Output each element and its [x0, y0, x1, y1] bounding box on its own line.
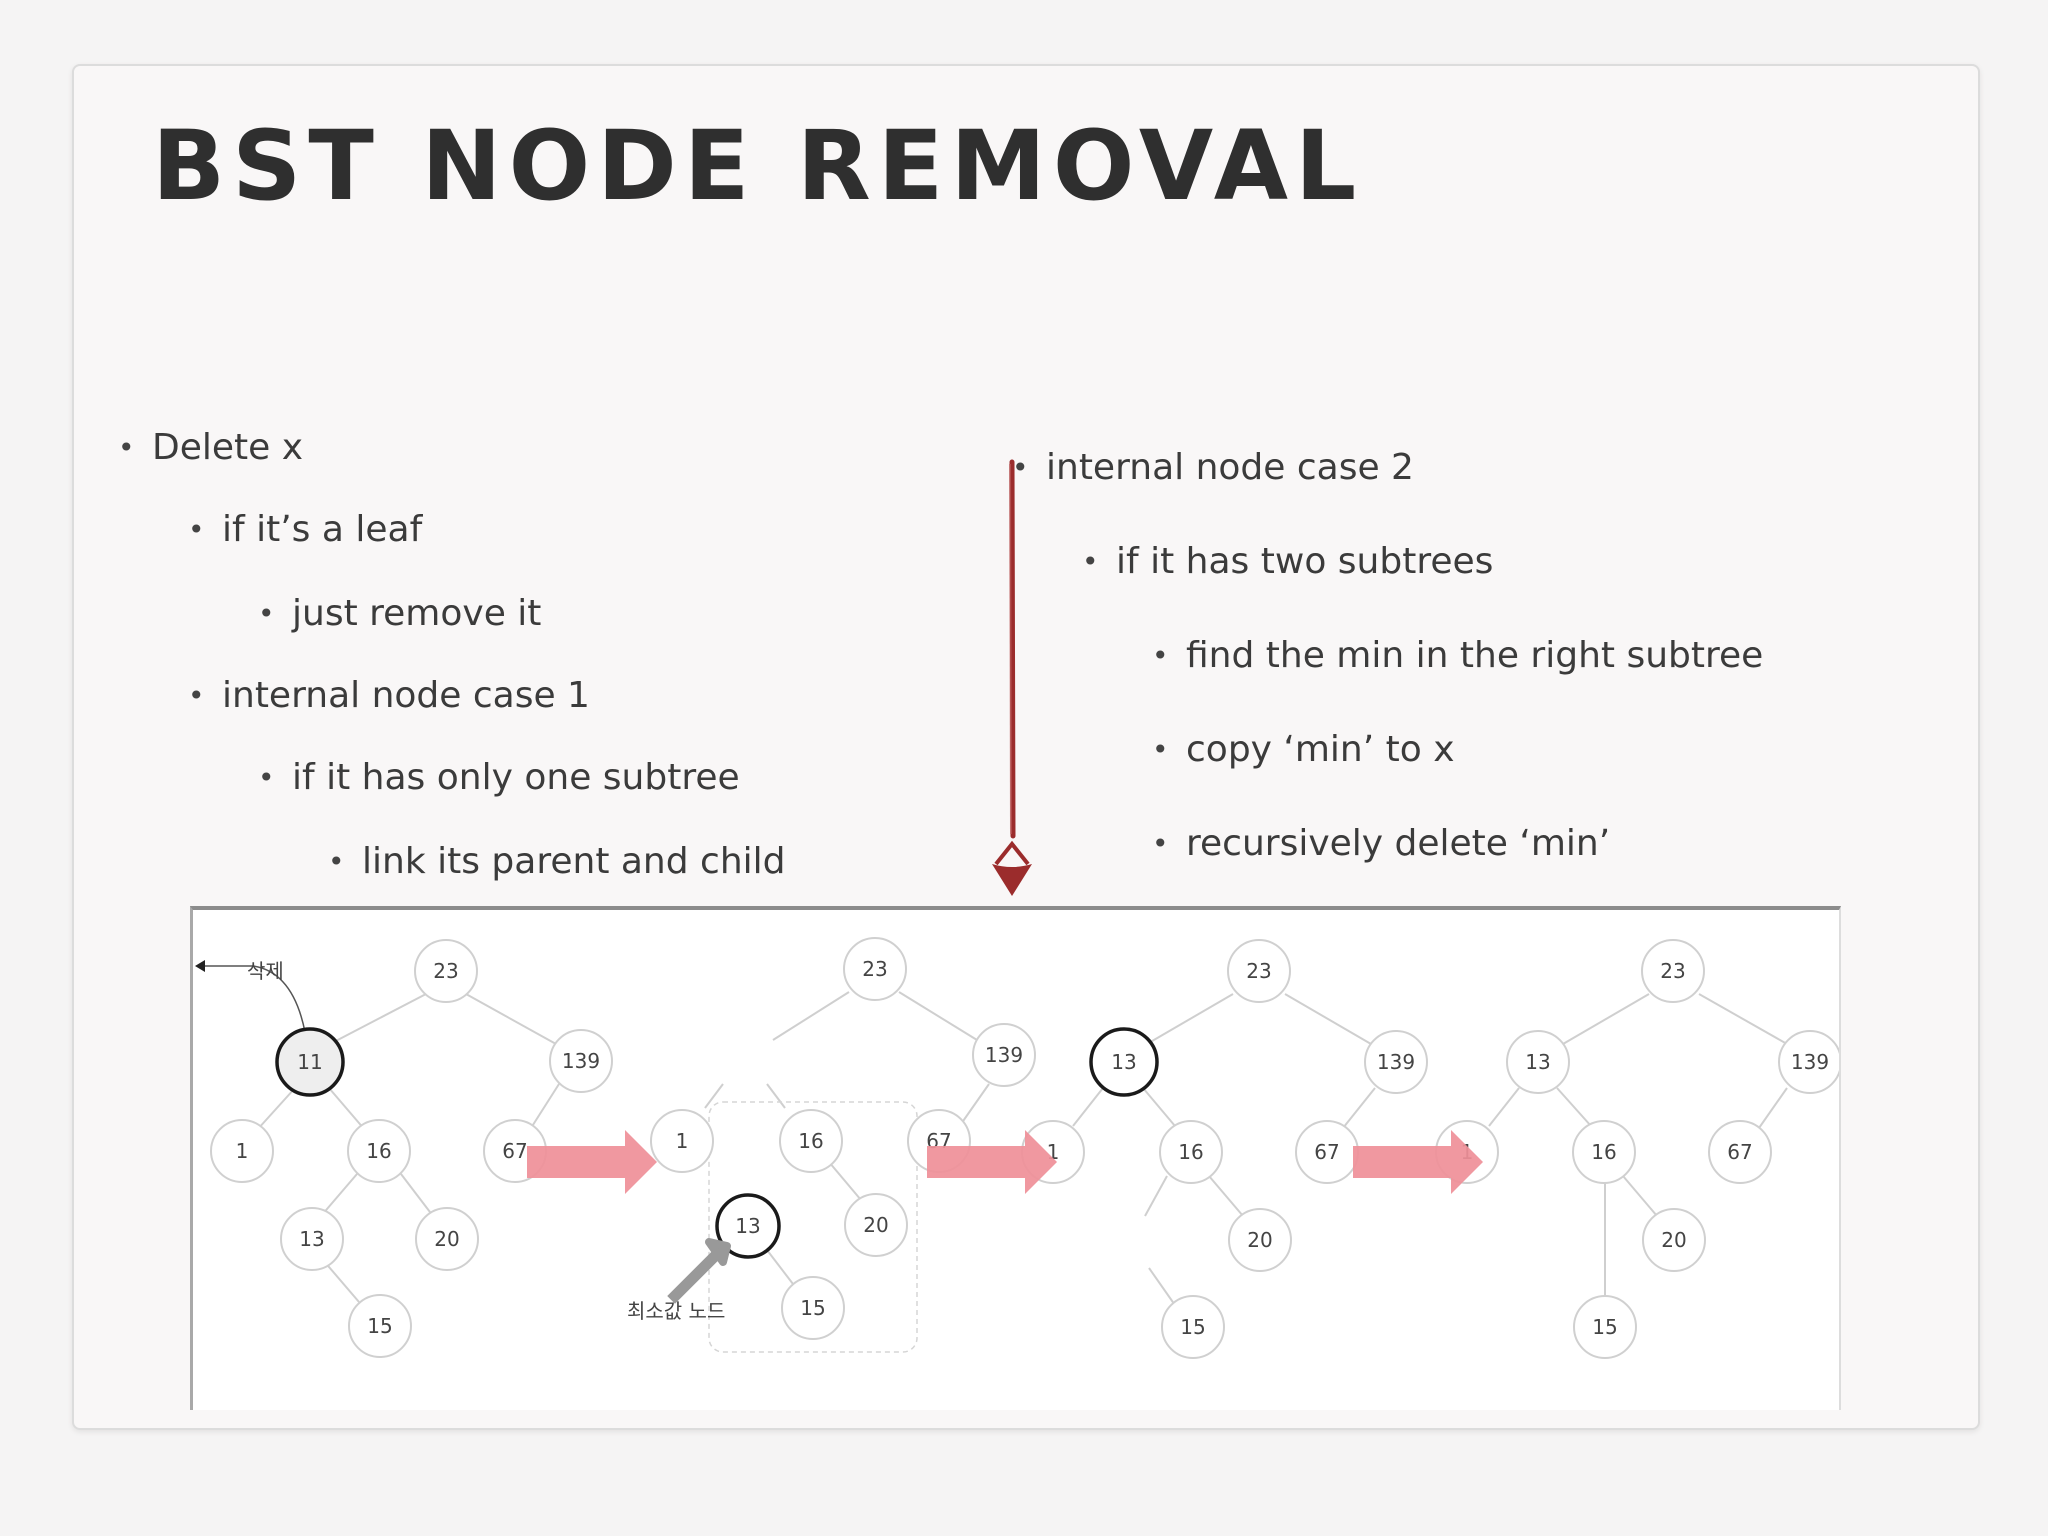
- svg-text:23: 23: [433, 959, 458, 983]
- tree4-node-15: 15: [1573, 1295, 1637, 1359]
- bullet-remove-leaf: just remove it: [258, 592, 541, 636]
- tree1-node-23: 23: [414, 939, 478, 1003]
- tree3-node-15: 15: [1161, 1295, 1225, 1359]
- bullet-recursive-delete: recursively delete ‘min’: [1152, 822, 1610, 866]
- svg-text:15: 15: [1592, 1315, 1617, 1339]
- bullet-link-parent-child: link its parent and child: [328, 840, 785, 884]
- tree4-node-20: 20: [1642, 1208, 1706, 1272]
- min-node-pointer-icon: [667, 1244, 727, 1304]
- bullet-internal-case-1: internal node case 1: [188, 674, 590, 718]
- svg-text:15: 15: [1180, 1315, 1205, 1339]
- tree4-node-16: 16: [1572, 1120, 1636, 1184]
- step-arrow-2-icon: [927, 1130, 1057, 1194]
- tree2-node-23: 23: [843, 937, 907, 1001]
- svg-text:13: 13: [735, 1214, 760, 1238]
- tree2-node-139: 139: [972, 1023, 1036, 1087]
- svg-text:13: 13: [299, 1227, 324, 1251]
- step-arrows: [527, 1130, 1483, 1194]
- subtree-highlight-box: [708, 1101, 918, 1353]
- tree4-node-13: 13: [1506, 1030, 1570, 1094]
- tree2-node-15: 15: [781, 1276, 845, 1340]
- tree1-node-139: 139: [549, 1029, 613, 1093]
- svg-text:20: 20: [434, 1227, 459, 1251]
- bullet-delete-x: Delete x: [118, 426, 303, 470]
- tree3-node-67: 67: [1295, 1120, 1359, 1184]
- tree1-node-11-delete-target: 11: [275, 1027, 345, 1097]
- tree3-node-16: 16: [1159, 1120, 1223, 1184]
- tree1-node-20: 20: [415, 1207, 479, 1271]
- tree3-node-139: 139: [1364, 1030, 1428, 1094]
- svg-text:15: 15: [800, 1296, 825, 1320]
- step-arrow-1-icon: [527, 1130, 657, 1194]
- tree2-node-13-min: 13: [715, 1193, 781, 1259]
- svg-text:16: 16: [1178, 1140, 1203, 1164]
- tree4-node-139: 139: [1778, 1030, 1842, 1094]
- svg-text:23: 23: [862, 957, 887, 981]
- bullet-leaf-case: if it’s a leaf: [188, 508, 422, 552]
- svg-text:16: 16: [798, 1129, 823, 1153]
- tree3-node-20: 20: [1228, 1208, 1292, 1272]
- tree1-node-1: 1: [210, 1119, 274, 1183]
- tree1-node-16: 16: [347, 1119, 411, 1183]
- svg-text:1: 1: [676, 1129, 689, 1153]
- svg-text:23: 23: [1660, 959, 1685, 983]
- tree2-node-16: 16: [779, 1109, 843, 1173]
- svg-text:13: 13: [1111, 1050, 1136, 1074]
- svg-text:67: 67: [1727, 1140, 1752, 1164]
- delete-pointer-arrowhead-icon: [195, 960, 205, 972]
- tree1-edges: [256, 993, 560, 1303]
- svg-text:11: 11: [297, 1050, 322, 1074]
- svg-text:20: 20: [863, 1213, 888, 1237]
- svg-text:20: 20: [1661, 1228, 1686, 1252]
- step-arrow-3-icon: [1353, 1130, 1483, 1194]
- tree4-node-23: 23: [1641, 939, 1705, 1003]
- bullet-one-subtree: if it has only one subtree: [258, 756, 740, 800]
- down-arrow-icon: [992, 459, 1032, 896]
- svg-text:16: 16: [1591, 1140, 1616, 1164]
- svg-text:67: 67: [1314, 1140, 1339, 1164]
- svg-text:67: 67: [502, 1139, 527, 1163]
- bullet-find-min: find the min in the right subtree: [1152, 634, 1763, 678]
- svg-text:139: 139: [1791, 1050, 1829, 1074]
- svg-text:23: 23: [1246, 959, 1271, 983]
- tree1-node-15: 15: [348, 1294, 412, 1358]
- bullet-two-subtrees: if it has two subtrees: [1082, 540, 1493, 584]
- slide-title: BST NODE REMOVAL: [152, 110, 1364, 222]
- bst-diagram-canvas: 삭제 23 11 139 1 16 67 13 20 15 23 139 1 1…: [195, 937, 1842, 1359]
- svg-text:15: 15: [367, 1314, 392, 1338]
- tree1-node-13: 13: [280, 1207, 344, 1271]
- tree2-node-1: 1: [650, 1109, 714, 1173]
- tree4-node-67: 67: [1708, 1120, 1772, 1184]
- svg-text:13: 13: [1525, 1050, 1550, 1074]
- bst-diagram: 삭제 23 11 139 1 16 67 13 20 15 23 139 1 1…: [190, 906, 1842, 1410]
- delete-pointer-line: [199, 965, 306, 1033]
- svg-text:1: 1: [236, 1139, 249, 1163]
- tree3-node-23: 23: [1227, 939, 1291, 1003]
- svg-text:20: 20: [1247, 1228, 1272, 1252]
- tree2-edges: [704, 991, 990, 1285]
- min-node-label: 최소값 노드: [627, 1299, 725, 1323]
- svg-text:139: 139: [1377, 1050, 1415, 1074]
- tree4-edges: [1488, 993, 1788, 1302]
- tree2-node-20: 20: [844, 1193, 908, 1257]
- tree3-node-13-copied: 13: [1089, 1027, 1159, 1097]
- bullet-copy-min: copy ‘min’ to x: [1152, 728, 1454, 772]
- tree3-edges: [1072, 993, 1376, 1309]
- bullet-internal-case-2: internal node case 2: [1012, 446, 1414, 490]
- delete-label: 삭제: [247, 959, 284, 983]
- svg-text:16: 16: [366, 1139, 391, 1163]
- svg-text:139: 139: [562, 1049, 600, 1073]
- svg-text:139: 139: [985, 1043, 1023, 1067]
